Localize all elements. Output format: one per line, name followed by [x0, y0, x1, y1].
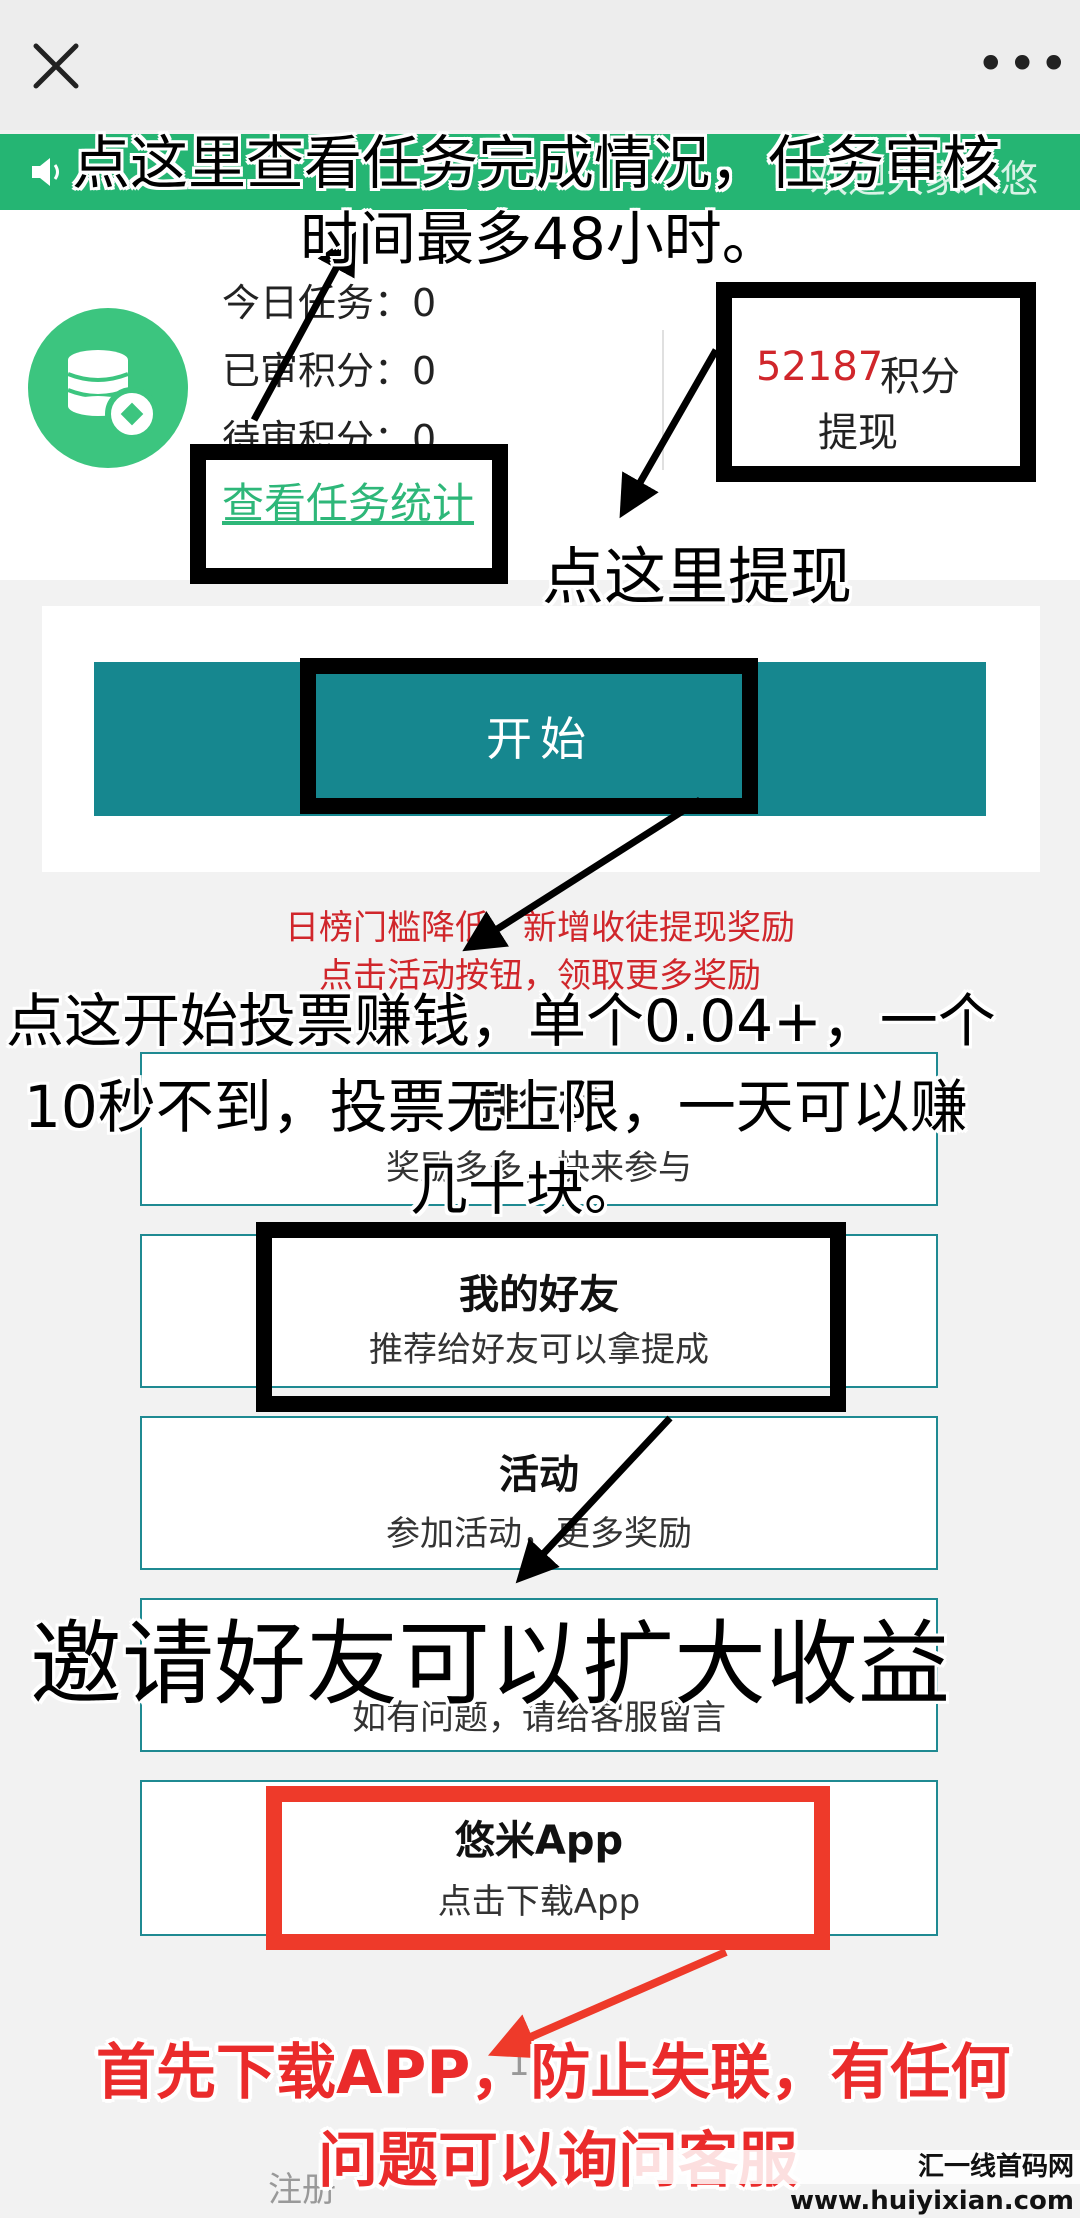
announcement-marquee — [0, 134, 1080, 210]
menu-subtitle: 如有问题，请给客服留言 — [352, 1698, 726, 1738]
site-watermark: 汇一线首码网 www.huiyixian.com — [634, 2150, 1080, 2216]
task-stats-link[interactable]: 查看任务统计 — [222, 479, 475, 528]
annotation-withdraw: 点这里提现 — [542, 540, 853, 613]
annotation-vote: 几十块。 — [410, 1155, 643, 1223]
menu-title: 客服 — [499, 1634, 579, 1680]
marquee-text: 欢迎大家来悠 — [810, 157, 1039, 201]
annotation-box-task-stats — [190, 444, 508, 584]
top-bar — [0, 0, 1080, 130]
points-unit: 积分 — [880, 354, 960, 400]
menu-card-leaderboard[interactable] — [140, 1052, 938, 1206]
menu-card-my-friends[interactable] — [140, 1234, 938, 1388]
annotation-invite: 邀请好友可以扩大收益 — [30, 1611, 951, 1718]
annotation-vote: 点这开始投票赚钱，单个0.04+，一个 — [6, 987, 996, 1055]
close-icon[interactable] — [28, 38, 84, 94]
start-button[interactable]: 开始 — [94, 662, 986, 816]
menu-subtitle: 推荐给好友可以拿提成 — [369, 1330, 709, 1370]
menu-title: 悠米App — [454, 1818, 624, 1864]
menu-subtitle: 点击下载App — [437, 1882, 641, 1922]
speaker-icon — [28, 152, 68, 192]
menu-subtitle: 参加活动，更多奖励 — [386, 1514, 692, 1554]
notice-line[interactable]: 点击活动按钮，领取更多奖励 — [319, 956, 761, 996]
points-balance[interactable]: 52187 — [756, 344, 884, 390]
menu-title: 我的好友 — [459, 1272, 619, 1318]
coin-stack-icon — [28, 308, 188, 468]
menu-subtitle: 奖励多多，快来参与 — [386, 1148, 692, 1188]
notice-line: 日榜门槛降低，新增收徒提现奖励 — [285, 908, 795, 948]
annotation-box-withdraw — [716, 282, 1036, 482]
menu-title: 排行榜 — [479, 1082, 599, 1128]
panel-divider — [662, 330, 664, 470]
approved-points-stat: 已审积分：0 — [222, 349, 437, 393]
withdraw-link[interactable]: 提现 — [818, 410, 898, 456]
annotation-box-download — [266, 1786, 830, 1950]
today-tasks-stat: 今日任务：0 — [222, 281, 437, 325]
annotation-download: 首先下载APP，防止失联，有任何 — [96, 2038, 1011, 2108]
annotation-vote: 10秒不到，投票无上限，一天可以赚 — [24, 1073, 968, 1141]
menu-title: 活动 — [499, 1452, 579, 1498]
annotation-task-check: 点这里查看任务完成情况，任务审核 — [72, 129, 1001, 197]
annotation-box-friends — [256, 1222, 846, 1412]
menu-card-customer-service[interactable] — [140, 1598, 938, 1752]
annotation-task-check: 时间最多48小时。 — [300, 205, 780, 273]
more-options-icon[interactable]: ••• — [976, 35, 1071, 93]
annotation-box-start — [300, 658, 758, 814]
